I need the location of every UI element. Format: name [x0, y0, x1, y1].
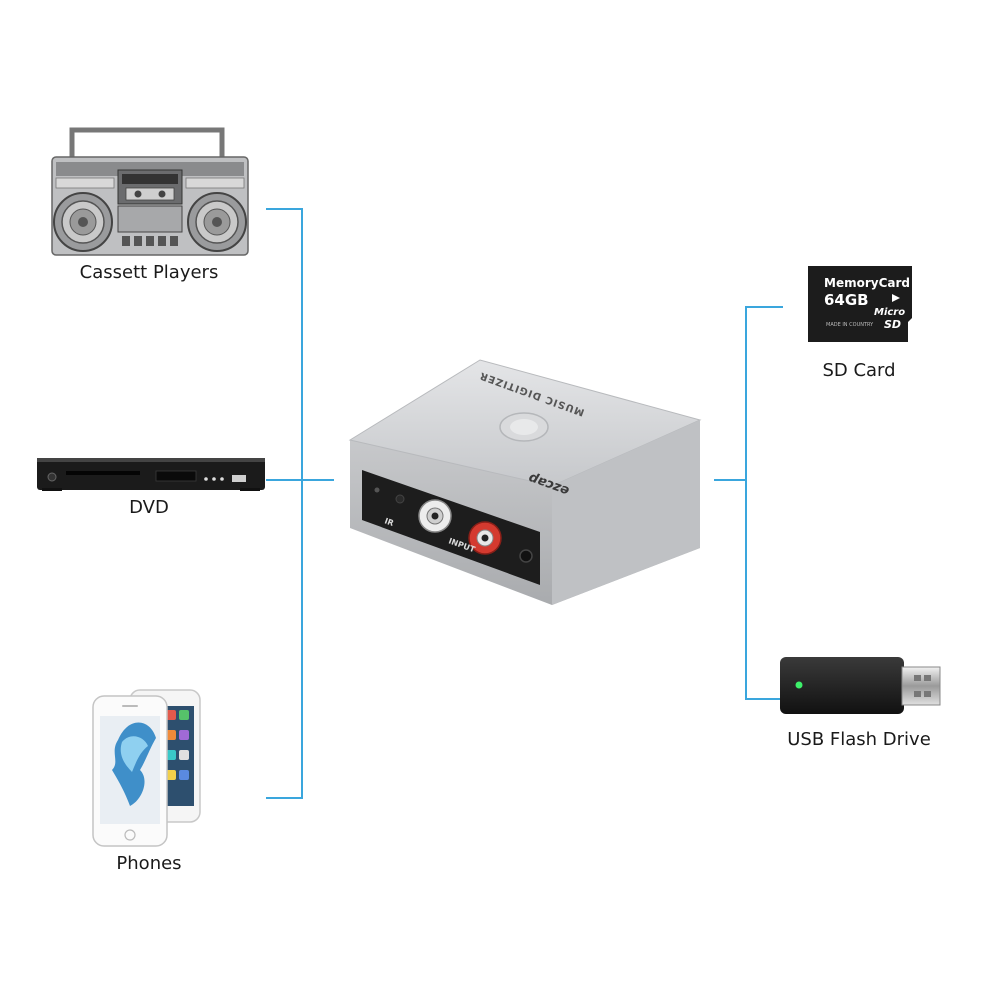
phones-label: Phones: [116, 853, 182, 874]
cassette-players-label: Cassett Players: [79, 262, 219, 283]
usb-flash-drive-label: USB Flash Drive: [787, 729, 931, 750]
sd-card-sd: SD: [884, 318, 901, 331]
right-connector-lines: [714, 306, 783, 700]
phones-icon: [92, 689, 201, 847]
sd-card-label: SD Card: [822, 360, 896, 381]
sd-card-micro: Micro: [874, 307, 905, 318]
sd-card-title: MemoryCard: [824, 276, 910, 290]
sd-card-made-in: MADE IN COUNTRY: [826, 322, 874, 328]
dvd-label: DVD: [129, 497, 169, 518]
cassette-player-icon: [51, 127, 249, 256]
sd-card-capacity: 64GB: [824, 291, 869, 309]
left-connector-lines: [266, 208, 334, 799]
dvd-player-icon: [37, 458, 265, 491]
music-digitizer-device-icon: IR INPUT MUSIC DIGITIZER ezcap: [348, 359, 702, 605]
ir-port-label: IR: [383, 516, 395, 528]
usb-flash-drive-icon: [780, 657, 941, 714]
sd-card-icon: MemoryCard 64GB Micro SD MADE IN COUNTRY: [808, 266, 912, 342]
